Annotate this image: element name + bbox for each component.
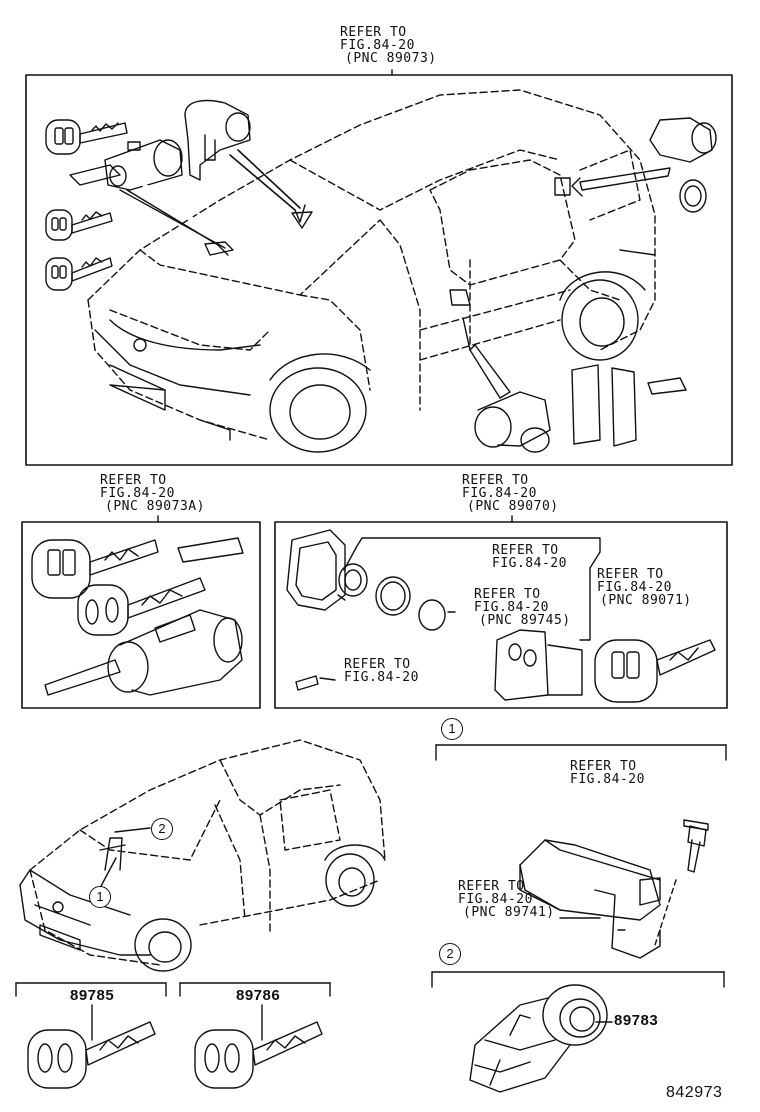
part-number-89783: 89783 [614, 1012, 659, 1029]
remote-refer-line3: (PNC 89070) [467, 499, 559, 514]
remote-refer-d-line1: REFER TO [344, 657, 411, 672]
top-door-lock [555, 118, 716, 212]
remote-refer-b-line1: REFER TO [474, 587, 541, 602]
left-key-parts [32, 538, 243, 695]
remote-refer-line2: FIG.84-20 [462, 486, 537, 501]
left-refer-line1: REFER TO [100, 473, 167, 488]
left-key-frame [22, 516, 260, 708]
callout-1-frame [436, 745, 726, 918]
car-marker-2: 2 [151, 818, 173, 840]
remote-refer-d-line2: FIG.84-20 [344, 670, 419, 685]
remote-refer-c-line1: REFER TO [597, 567, 664, 582]
top-steering-lock [185, 101, 312, 228]
top-keys [46, 120, 127, 290]
remote-parts [287, 530, 715, 702]
part-number-89785: 89785 [70, 987, 115, 1004]
callout-1-refer-bottom-line3: (PNC 89741) [463, 905, 555, 920]
top-door-cylinder [450, 290, 686, 452]
remote-refer-b-line2: FIG.84-20 [474, 600, 549, 615]
remote-refer-c-line2: FIG.84-20 [597, 580, 672, 595]
callout-1-refer-top-line1: REFER TO [570, 759, 637, 774]
top-car-outline [88, 90, 655, 440]
callout-1-refer-top-line2: FIG.84-20 [570, 772, 645, 787]
key-box-1 [16, 983, 166, 1088]
top-refer-line2: FIG.84-20 [340, 38, 415, 53]
callout-2-marker: 2 [439, 943, 461, 965]
remote-refer-a-line2: FIG.84-20 [492, 556, 567, 571]
remote-refer-c-line3: (PNC 89071) [600, 593, 692, 608]
remote-refer-b-line3: (PNC 89745) [479, 613, 571, 628]
part-number-89786: 89786 [236, 987, 281, 1004]
top-refer-line1: REFER TO [340, 25, 407, 40]
remote-refer-a-line1: REFER TO [492, 543, 559, 558]
top-refer-line3: (PNC 89073) [345, 51, 437, 66]
top-car-solid [95, 250, 655, 452]
callout-2-frame [432, 972, 724, 1022]
left-refer-line2: FIG.84-20 [100, 486, 175, 501]
callout-1-refer-bottom-line1: REFER TO [458, 879, 525, 894]
left-refer-line3: (PNC 89073A) [105, 499, 205, 514]
page-code: 842973 [666, 1084, 723, 1101]
bottom-car-solid [20, 828, 385, 971]
top-ignition-cylinder [70, 140, 233, 255]
remote-frame [275, 516, 727, 708]
car-marker-1: 1 [89, 886, 111, 908]
callout-1-refer-bottom-line2: FIG.84-20 [458, 892, 533, 907]
callout-2-parts [470, 985, 607, 1092]
remote-refer-line1: REFER TO [462, 473, 529, 488]
callout-1-marker: 1 [441, 718, 463, 740]
key-box-2 [180, 983, 330, 1088]
top-frame [26, 70, 732, 465]
callout-1-parts [520, 820, 708, 958]
